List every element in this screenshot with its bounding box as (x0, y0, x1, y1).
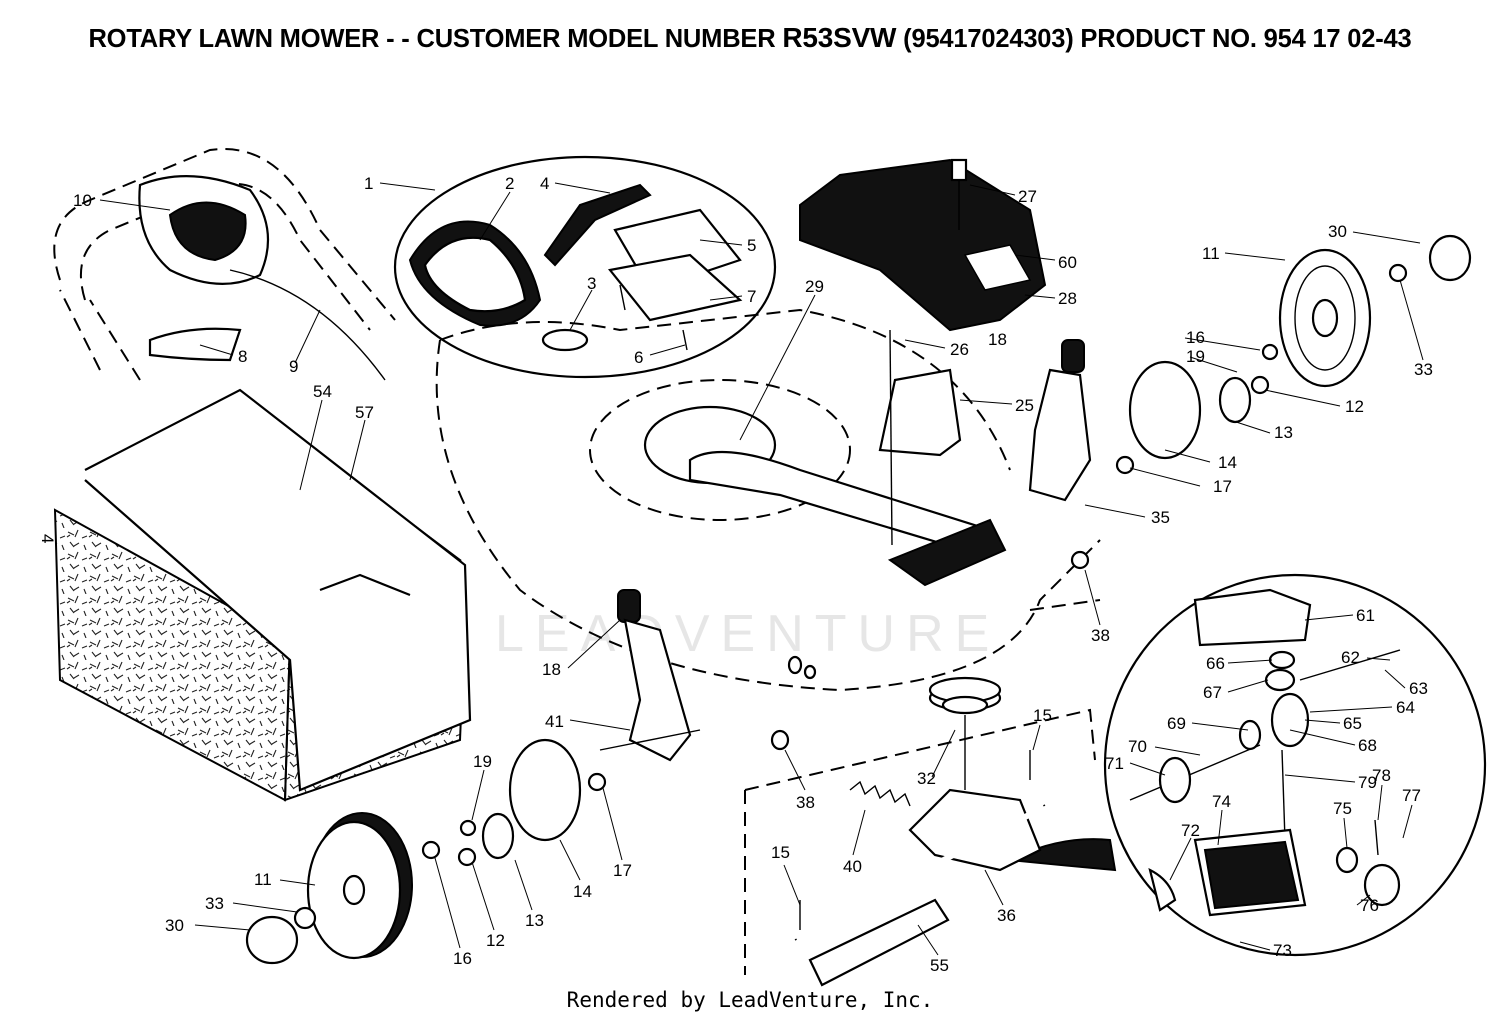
callout-12-left: 12 (486, 931, 505, 950)
callout-29: 29 (805, 277, 824, 296)
callout-16-left: 16 (453, 949, 472, 968)
front-wheel-left (245, 812, 413, 965)
callout-78: 78 (1372, 766, 1391, 785)
callout-13-right: 13 (1274, 423, 1293, 442)
callout-1: 1 (364, 174, 373, 193)
callout-64: 64 (1396, 698, 1415, 717)
transmission-axle (744, 599, 1101, 987)
callout-6: 6 (634, 348, 643, 367)
callout-7: 7 (747, 287, 756, 306)
callout-4-bag: 4 (38, 534, 57, 543)
model-number: R53SVW (782, 22, 897, 53)
rear-wheel-right (1028, 234, 1472, 570)
callout-69: 69 (1167, 714, 1186, 733)
control-inset (393, 155, 777, 379)
height-bracket (878, 158, 968, 546)
callout-30-right: 30 (1328, 222, 1347, 241)
title-prefix: ROTARY LAWN MOWER - - CUSTOMER MODEL NUM… (88, 25, 783, 53)
callout-30-left: 30 (165, 916, 184, 935)
callout-60: 60 (1058, 253, 1077, 272)
callout-66: 66 (1206, 654, 1225, 673)
callout-19-left: 19 (473, 752, 492, 771)
page-title: ROTARY LAWN MOWER - - CUSTOMER MODEL NUM… (0, 22, 1500, 54)
callout-76: 76 (1360, 896, 1379, 915)
callout-18-right: 18 (988, 330, 1007, 349)
callout-28: 28 (1058, 289, 1077, 308)
callout-14-left: 14 (573, 882, 592, 901)
callout-54: 54 (313, 382, 332, 401)
callout-labels: 10 1 2 4 3 5 7 6 8 9 54 57 4 29 27 60 28… (38, 174, 1433, 975)
callout-38-left: 38 (796, 793, 815, 812)
callout-35: 35 (1151, 508, 1170, 527)
callout-75: 75 (1333, 799, 1352, 818)
callout-17-left: 17 (613, 861, 632, 880)
callout-32: 32 (917, 769, 936, 788)
callout-19-right: 19 (1186, 347, 1205, 366)
callout-38-right: 38 (1091, 626, 1110, 645)
callout-33-left: 33 (205, 894, 224, 913)
callout-77: 77 (1402, 786, 1421, 805)
callout-72: 72 (1181, 821, 1200, 840)
title-suffix: (95417024303) PRODUCT NO. 954 17 02-43 (896, 25, 1412, 53)
callout-41: 41 (545, 712, 564, 731)
callout-14-right: 14 (1218, 453, 1237, 472)
callout-74: 74 (1212, 792, 1231, 811)
callout-62: 62 (1341, 648, 1360, 667)
transmission-inset (1006, 573, 1487, 957)
callout-8: 8 (238, 347, 247, 366)
left-lift-lever (421, 589, 817, 867)
callout-57: 57 (355, 403, 374, 422)
callout-67: 67 (1203, 683, 1222, 702)
callout-18-left: 18 (542, 660, 561, 679)
callout-65: 65 (1343, 714, 1362, 733)
callout-68: 68 (1358, 736, 1377, 755)
callout-2: 2 (505, 174, 514, 193)
callout-9: 9 (289, 357, 298, 376)
callout-11-right: 11 (1202, 244, 1220, 263)
callout-26: 26 (950, 340, 969, 359)
callout-13-left: 13 (525, 911, 544, 930)
callout-71: 71 (1105, 754, 1124, 773)
callout-3: 3 (587, 274, 596, 293)
rear-deflector (688, 158, 1047, 587)
callout-12-right: 12 (1345, 397, 1364, 416)
callout-5: 5 (747, 236, 756, 255)
callout-10: 10 (73, 191, 92, 210)
callout-40: 40 (843, 857, 862, 876)
handle-assembly (53, 148, 396, 381)
callout-15-lower: 15 (771, 843, 790, 862)
callout-25: 25 (1015, 396, 1034, 415)
callout-73: 73 (1273, 941, 1292, 960)
callout-27: 27 (1018, 187, 1037, 206)
callout-61: 61 (1356, 606, 1375, 625)
callout-79: 79 (1358, 773, 1377, 792)
callout-11-left: 11 (254, 870, 272, 889)
callout-33-right: 33 (1414, 360, 1433, 379)
callout-36: 36 (997, 906, 1016, 925)
callout-55: 55 (930, 956, 949, 975)
leader-lines (99, 182, 1424, 956)
callout-17-right: 17 (1213, 477, 1232, 496)
callout-16-right: 16 (1186, 328, 1205, 347)
callout-4-control: 4 (540, 174, 549, 193)
footer-credit: Rendered by LeadVenture, Inc. (566, 988, 934, 1012)
callout-15-upper: 15 (1033, 706, 1052, 725)
callout-63: 63 (1409, 679, 1428, 698)
callout-70: 70 (1128, 737, 1147, 756)
grass-catcher (53, 388, 472, 802)
